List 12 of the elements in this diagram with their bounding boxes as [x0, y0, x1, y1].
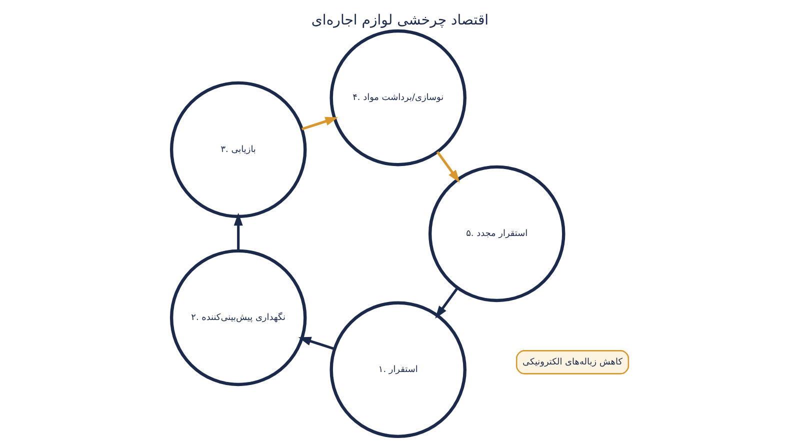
- arrow: [302, 117, 338, 130]
- node-circle: ۳. بازیابی: [170, 81, 307, 218]
- arrow: [298, 336, 335, 350]
- node-circle: ۴. نوسازی/برداشت مواد: [330, 29, 466, 166]
- arrow: [234, 212, 243, 251]
- node-circle: ۱. استقرار: [330, 301, 466, 438]
- arrow: [436, 151, 460, 183]
- arrow: [435, 287, 459, 319]
- node-circle: ۵. استقرار مجدد: [428, 165, 566, 302]
- node-box: کاهش زباله‌های الکترونیکی: [516, 350, 630, 374]
- diagram-title: اقتصاد چرخشی لوازم اجاره‌ای: [311, 12, 489, 28]
- node-circle: ۲. نگهداری پیش‌بینی‌کننده: [170, 249, 307, 386]
